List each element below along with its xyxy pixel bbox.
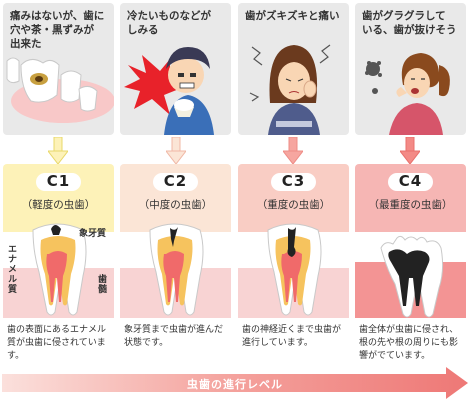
pulp-label: 歯髄 <box>96 274 106 294</box>
progress-label: 虫歯の進行レベル <box>187 378 283 391</box>
decayed-teeth-illustration <box>6 57 114 123</box>
stage-title: （最重度の虫歯） <box>368 199 453 211</box>
tooth-c4-diagram <box>355 235 466 318</box>
stage-code-pill <box>36 173 81 191</box>
stage-column-c2: C2 （中度の虫歯） 象牙質まで虫歯が進んだ状態です。 <box>120 164 231 364</box>
progress-arrow: 虫歯の進行レベル <box>0 366 470 400</box>
stage-code-pill <box>388 173 433 191</box>
stage-description: 歯の表面にあるエナメル質が虫歯に侵されています。 <box>7 325 107 361</box>
stage-description: 象牙質まで虫歯が進んだ状態です。 <box>124 325 224 348</box>
progress-arrow-shape <box>2 367 468 399</box>
person-loose-tooth-illustration <box>365 53 450 135</box>
symptom-card-c3: 歯がズキズキと痛い <box>238 3 349 135</box>
stage-column-c3: C3 （重度の虫歯） 歯の神経近くまで虫歯が進行しています。 <box>238 164 349 364</box>
symptom-text: 痛みはないが、歯に 穴や茶・黒ずみが 出来た <box>10 10 105 50</box>
stage-code: C1 <box>46 172 71 190</box>
symptom-card-c4: 歯がグラグラして いる、歯が抜けそう <box>355 3 466 135</box>
symptom-text: 歯がグラグラして いる、歯が抜けそう <box>362 10 457 36</box>
stage-code-pill <box>153 173 198 191</box>
stage-code-pill <box>271 173 316 191</box>
arrow-down-c1 <box>48 137 68 165</box>
symptom-text: 歯がズキズキと痛い <box>245 10 340 22</box>
stage-code: C3 <box>281 172 306 190</box>
stage-title: （重度の虫歯） <box>256 199 331 211</box>
stage-title: （中度の虫歯） <box>138 199 213 211</box>
symptom-card-c2: 冷たいものなどが しみる <box>120 3 231 135</box>
stage-code: C2 <box>163 172 188 190</box>
arrow-down-c3 <box>283 137 303 165</box>
stage-column-c4: C4 （最重度の虫歯） 歯全体が虫歯に侵され、根の先や根の周りにも影響がでていま… <box>355 164 466 364</box>
tooth-c1-diagram <box>3 223 114 318</box>
stage-code: C4 <box>398 172 423 190</box>
dentin-label: 象牙質 <box>79 229 107 239</box>
tooth-c3-diagram <box>238 223 349 318</box>
tooth-c2-diagram <box>120 223 231 318</box>
arrow-down-c4 <box>400 137 420 165</box>
person-throbbing-pain-illustration <box>249 44 331 135</box>
stage-description: 歯の神経近くまで虫歯が進行しています。 <box>242 325 342 348</box>
stage-column-c1: C1 （軽度の虫歯） 象牙質 エナメル質 歯髄 歯の表面にあるエナメル質が虫歯に… <box>3 164 114 364</box>
arrow-down-c2 <box>166 137 186 165</box>
symptom-text: 冷たいものなどが しみる <box>127 10 211 36</box>
stage-description: 歯全体が虫歯に侵され、根の先や根の周りにも影響がでています。 <box>359 325 459 361</box>
enamel-label: エナメル質 <box>6 244 16 294</box>
person-cold-pain-illustration <box>124 47 214 135</box>
symptom-card-c1: 痛みはないが、歯に 穴や茶・黒ずみが 出来た <box>3 3 114 135</box>
stage-title: （軽度の虫歯） <box>21 199 96 211</box>
